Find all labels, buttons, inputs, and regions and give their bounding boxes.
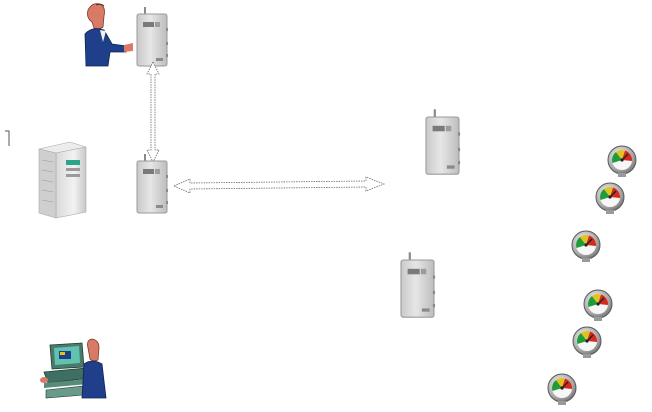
- server-tower-icon: [38, 141, 87, 219]
- gauge-icon: [572, 326, 602, 359]
- gauge-icon: [595, 182, 625, 215]
- gauge-icon: [607, 145, 637, 178]
- radio-transceiver-icon: [424, 108, 462, 176]
- corner-tick-mark: [5, 130, 10, 146]
- radio-transceiver-icon: [399, 251, 437, 319]
- computer-operator-icon: [40, 338, 107, 399]
- radio-transceiver-icon: [136, 6, 169, 67]
- link-arrow-horizontal: [173, 176, 386, 194]
- radio-transceiver-icon: [136, 153, 169, 214]
- gauge-icon: [583, 289, 613, 322]
- person-icon: [84, 3, 133, 67]
- gauge-icon: [547, 373, 577, 406]
- link-arrow-vertical: [146, 61, 160, 163]
- gauge-icon: [571, 230, 601, 263]
